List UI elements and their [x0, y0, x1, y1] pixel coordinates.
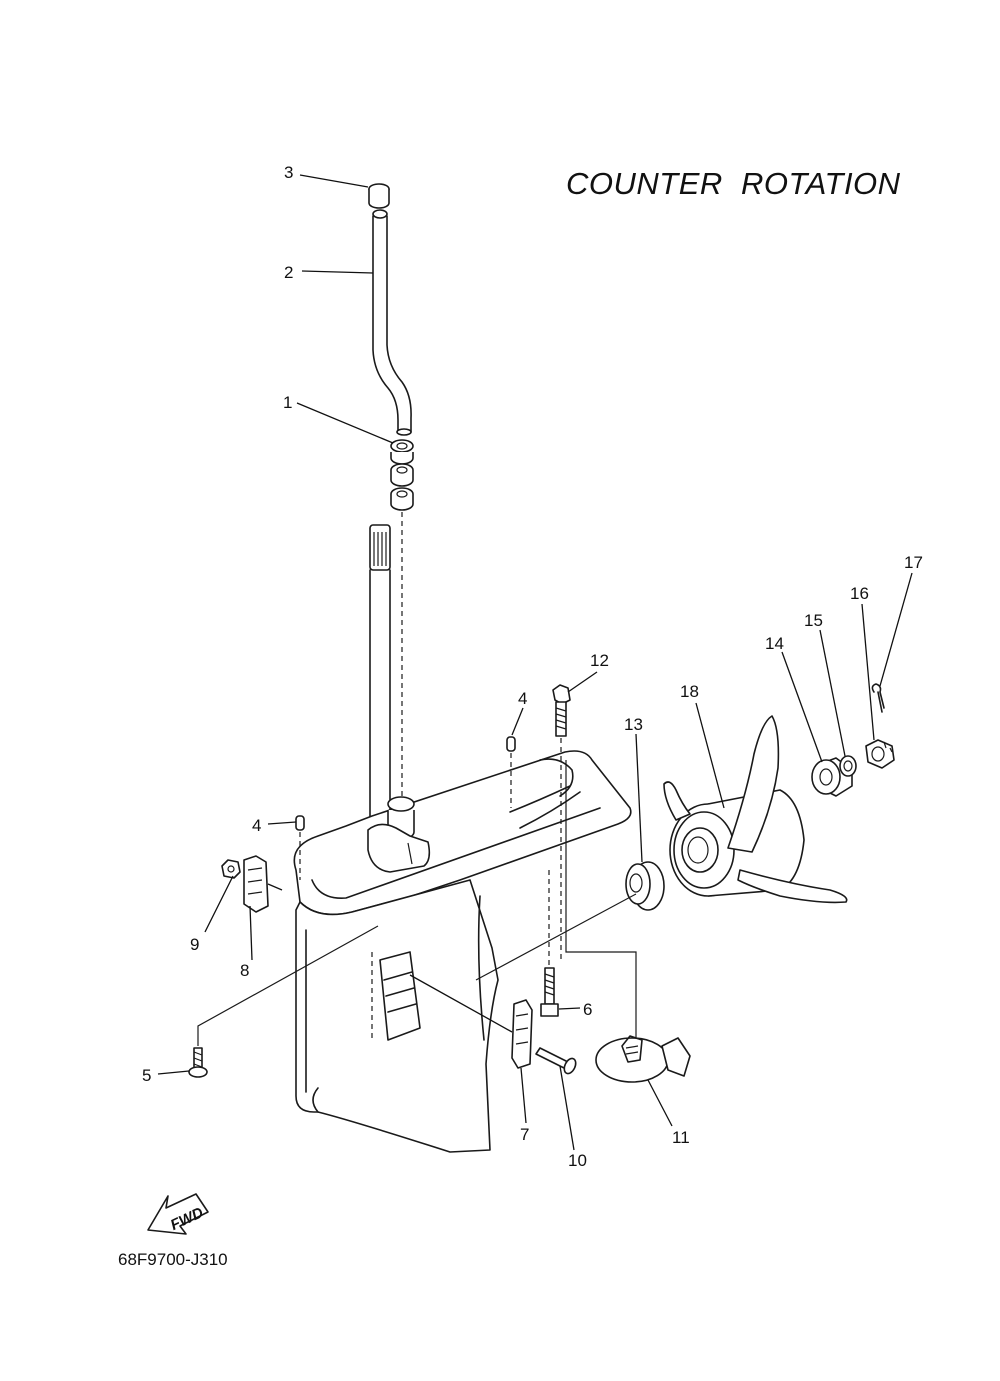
diagram-title: COUNTER ROTATION — [566, 166, 901, 201]
callout-5: 5 — [142, 1066, 151, 1085]
part-15-washer — [839, 755, 857, 777]
part-7-anode-rear — [511, 999, 533, 1069]
callout-10: 9 — [190, 935, 199, 954]
part-5-bolt — [188, 1047, 208, 1078]
part-6-bolt — [540, 967, 559, 1017]
part-4-dowel-pin-rear — [506, 736, 516, 752]
callout-18: 18 — [680, 682, 699, 701]
callout-12: 12 — [590, 651, 609, 670]
callout-2: 2 — [284, 263, 293, 282]
part-13-thrust-washer — [625, 861, 665, 911]
callout-14: 14 — [765, 634, 784, 653]
callout-13: 13 — [624, 715, 643, 734]
document-id: 68F9700-J310 — [118, 1250, 228, 1269]
callout-9: 10 — [568, 1151, 587, 1170]
part-2-water-pipe — [372, 209, 412, 436]
leader-lines — [157, 174, 913, 1151]
part-1-grommet-set — [390, 439, 414, 511]
part-16-castle-nut — [865, 739, 895, 769]
callout-16: 16 — [850, 584, 869, 603]
part-11-trim-tab — [595, 1035, 691, 1083]
callout-7: 7 — [520, 1125, 529, 1144]
lower-gear-case — [293, 750, 632, 1153]
callout-11: 11 — [672, 1128, 690, 1147]
callout-1: 1 — [283, 393, 292, 412]
callout-4-rear: 4 — [518, 689, 527, 708]
part-4-dowel-pin-front — [295, 815, 305, 831]
fwd-arrow-icon: FWD — [147, 1193, 209, 1235]
part-8-anode-front — [243, 855, 283, 913]
callout-3: 3 — [284, 163, 293, 182]
part-10-nut — [221, 859, 241, 879]
callout-labels: 3 2 1 4 4 9 8 5 6 7 10 11 12 13 18 14 15… — [142, 163, 923, 1170]
part-3-collar — [368, 183, 390, 209]
callout-6: 6 — [583, 1000, 592, 1019]
part-17-cotter-pin — [871, 683, 885, 713]
part-9-screw — [535, 1047, 577, 1075]
drive-shaft — [369, 524, 391, 819]
callout-15: 15 — [804, 611, 823, 630]
part-18-propeller — [663, 715, 848, 904]
callout-17: 17 — [904, 553, 923, 572]
callout-8: 8 — [240, 961, 249, 980]
part-12-bolt — [552, 684, 571, 737]
callout-4-front: 4 — [252, 816, 261, 835]
